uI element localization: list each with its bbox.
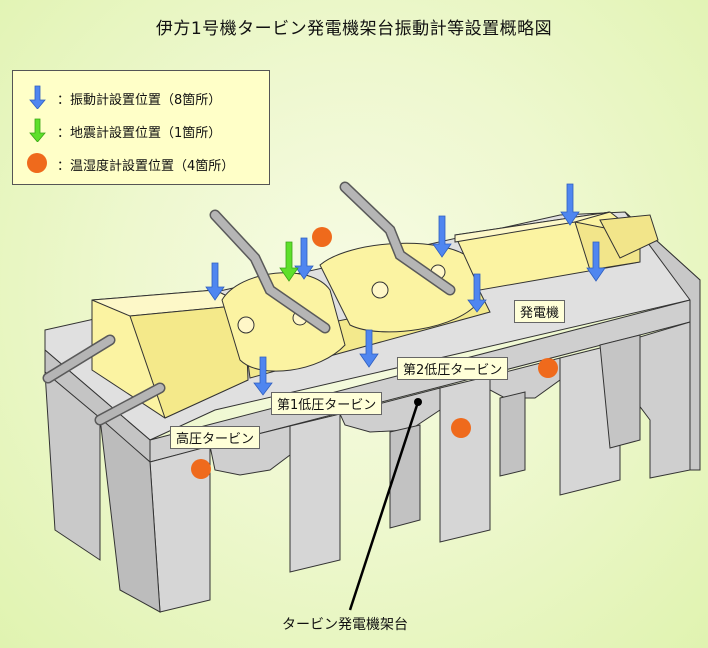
- legend-label-seismometer: ：地震計設置位置（1箇所）: [57, 126, 222, 141]
- pipes: [42, 181, 456, 426]
- label-lp2: 第2低圧タービン: [397, 357, 509, 380]
- vibration-sensor-3: [294, 237, 314, 280]
- orange-dot-icon: [27, 153, 47, 173]
- thermo-dot-1: [312, 227, 332, 247]
- vibration-sensor-2: [253, 356, 273, 396]
- vibration-sensor-1: [205, 262, 225, 301]
- vibration-sensor-7: [560, 183, 580, 226]
- legend-item-thermo: ：温湿度計設置位置（4箇所）: [13, 151, 269, 175]
- vibration-sensor-4: [359, 329, 379, 368]
- legend-label-thermo: ：温湿度計設置位置（4箇所）: [57, 159, 235, 174]
- legend: ：振動計設置位置（8箇所） ：地震計設置位置（1箇所） ：温湿度計設置位置（4箇…: [12, 70, 270, 185]
- frame-leader-line: [348, 401, 420, 611]
- green-arrow-icon: [29, 118, 46, 142]
- vibration-sensor-arrows: [205, 183, 606, 396]
- vibration-sensor-5: [432, 215, 452, 258]
- thermo-dot-2: [538, 358, 558, 378]
- thermo-hygrometer-dots: [191, 227, 558, 479]
- legend-item-vibration: ：振動計設置位置（8箇所）: [13, 85, 269, 109]
- label-frame: タービン発電機架台: [282, 617, 408, 633]
- thermo-dot-3: [451, 418, 471, 438]
- label-generator: 発電機: [514, 300, 566, 323]
- page-title: 伊方1号機タービン発電機架台振動計等設置概略図: [155, 19, 553, 39]
- blue-arrow-icon: [29, 85, 46, 109]
- vibration-sensor-8: [586, 241, 606, 282]
- thermo-dot-4: [191, 459, 211, 479]
- label-lp1: 第1低圧タービン: [271, 392, 383, 415]
- label-hp: 高圧タービン: [170, 426, 261, 449]
- legend-label-vibration: ：振動計設置位置（8箇所）: [57, 93, 222, 108]
- legend-item-seismometer: ：地震計設置位置（1箇所）: [13, 118, 269, 142]
- seismometer-arrow: [279, 241, 299, 282]
- vibration-sensor-6: [467, 273, 487, 313]
